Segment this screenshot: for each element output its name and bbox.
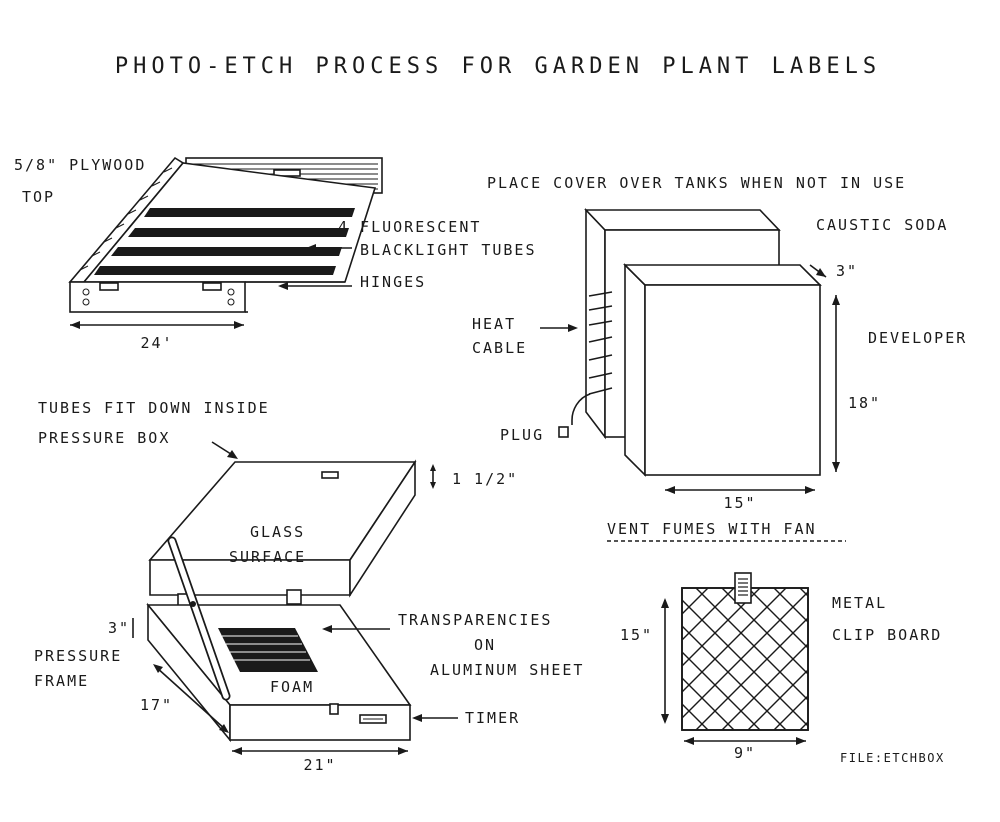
vent-hole xyxy=(82,288,90,296)
light-box-tubes xyxy=(94,208,355,275)
crosshatch-line xyxy=(695,587,809,701)
file-label: FILE:ETCHBOX xyxy=(840,751,945,765)
crosshatch-line xyxy=(681,587,735,641)
crosshatch-line xyxy=(695,617,809,731)
crosshatch-line xyxy=(681,677,735,731)
glass-label-line-1: GLASS xyxy=(250,523,305,541)
light-box-left-wall-pattern xyxy=(79,167,173,271)
top-label: TOP xyxy=(22,188,55,206)
crosshatch-line xyxy=(773,695,809,731)
spacing-label: 3" xyxy=(836,262,858,280)
lid-hinge-right xyxy=(286,589,302,605)
caustic-label: CAUSTIC SODA xyxy=(816,216,948,234)
tanks-group: PLACE COVER OVER TANKS WHEN NOT IN USE C… xyxy=(472,174,967,542)
heat-label-line-2: CABLE xyxy=(472,339,527,357)
developer-tank-front xyxy=(644,284,821,476)
vent-hole xyxy=(227,298,235,306)
pressure-lid-side xyxy=(349,459,416,598)
light-box-width-label: 24' xyxy=(140,334,173,352)
tank-width-label: 15" xyxy=(723,494,756,512)
crosshatch-line xyxy=(721,643,809,731)
tubes-label-line-1: 4 FLUORESCENT xyxy=(338,218,481,236)
hinge-right xyxy=(202,282,222,291)
clip-width-label: 9" xyxy=(734,744,756,762)
clip-board-body xyxy=(681,587,809,731)
timer-label: TIMER xyxy=(465,709,520,727)
clip-board-label-line-2: CLIP BOARD xyxy=(832,626,942,644)
crosshatch-line xyxy=(681,587,787,693)
plywood-label: 5/8" PLYWOOD xyxy=(14,156,146,174)
crosshatch-line xyxy=(681,703,709,731)
clip-height-label: 15" xyxy=(620,626,653,644)
crosshatch-line xyxy=(799,721,809,731)
frame-width-label: 21" xyxy=(303,756,336,774)
frame-depth-17-label: 17" xyxy=(140,696,173,714)
tank-height-label: 18" xyxy=(848,394,881,412)
crosshatch-line xyxy=(681,599,809,727)
frame-label-line-1: PRESSURE xyxy=(34,647,122,665)
tube-3 xyxy=(111,247,342,256)
pressure-note-line-2: PRESSURE BOX xyxy=(38,429,170,447)
plug-icon xyxy=(558,426,569,438)
crosshatch-line xyxy=(773,587,809,623)
vent-note: VENT FUMES WITH FAN xyxy=(607,520,817,538)
diagram-title: PHOTO-ETCH PROCESS FOR GARDEN PLANT LABE… xyxy=(115,54,881,79)
hinges-label: HINGES xyxy=(360,273,426,291)
heat-cable xyxy=(588,291,613,395)
plug-cord xyxy=(571,393,591,425)
frame-depth-label: 3" xyxy=(108,619,130,637)
crosshatch-line xyxy=(747,587,809,649)
crosshatch-line xyxy=(799,587,809,597)
clip-board-label-line-1: METAL xyxy=(832,594,887,612)
lid-latch xyxy=(321,471,339,479)
depth-dimension-line xyxy=(155,666,227,731)
crosshatch-line xyxy=(681,651,761,731)
transparency-sheet-texture xyxy=(222,635,310,661)
vent-hole xyxy=(227,288,235,296)
vent-hole xyxy=(82,298,90,306)
crosshatch-line xyxy=(681,587,709,615)
light-box: 5/8" PLYWOOD TOP 4 FLUORESCENT BLACKLIGH… xyxy=(14,156,537,352)
heat-label-line-1: HEAT xyxy=(472,315,516,333)
clip-board: METAL CLIP BOARD 15" 9" xyxy=(620,572,942,762)
foam-label: FOAM xyxy=(270,678,314,696)
transparency-sheet xyxy=(218,628,318,672)
timer-switch xyxy=(329,703,339,715)
developer-label: DEVELOPER xyxy=(868,329,967,347)
hinge-left xyxy=(99,282,119,291)
transparency-label-line-3: ALUMINUM SHEET xyxy=(430,661,584,679)
pressure-note-line-1: TUBES FIT DOWN INSIDE xyxy=(38,399,270,417)
crosshatch-line xyxy=(681,625,787,731)
tube-1 xyxy=(144,208,355,217)
frame-label-line-2: FRAME xyxy=(34,672,89,690)
tube-2 xyxy=(128,228,349,237)
pressure-box: TUBES FIT DOWN INSIDE PRESSURE BOX xyxy=(34,399,584,774)
tubes-label-line-2: BLACKLIGHT TUBES xyxy=(360,241,537,259)
transparency-label-line-1: TRANSPARENCIES xyxy=(398,611,552,629)
developer-tank-top xyxy=(623,264,822,286)
lid-depth-label: 1 1/2" xyxy=(452,470,518,488)
cover-note: PLACE COVER OVER TANKS WHEN NOT IN USE xyxy=(487,174,906,192)
glass-label-line-2: SURFACE xyxy=(229,548,306,566)
caustic-tank-top xyxy=(584,209,781,231)
transparency-label-line-2: ON xyxy=(474,636,496,654)
tube-4 xyxy=(94,266,336,275)
plug-label: PLUG xyxy=(500,426,544,444)
crosshatch-line xyxy=(747,669,809,731)
crosshatch-line xyxy=(681,591,809,719)
developer-tank-side xyxy=(624,263,646,477)
clip-icon xyxy=(734,572,752,604)
